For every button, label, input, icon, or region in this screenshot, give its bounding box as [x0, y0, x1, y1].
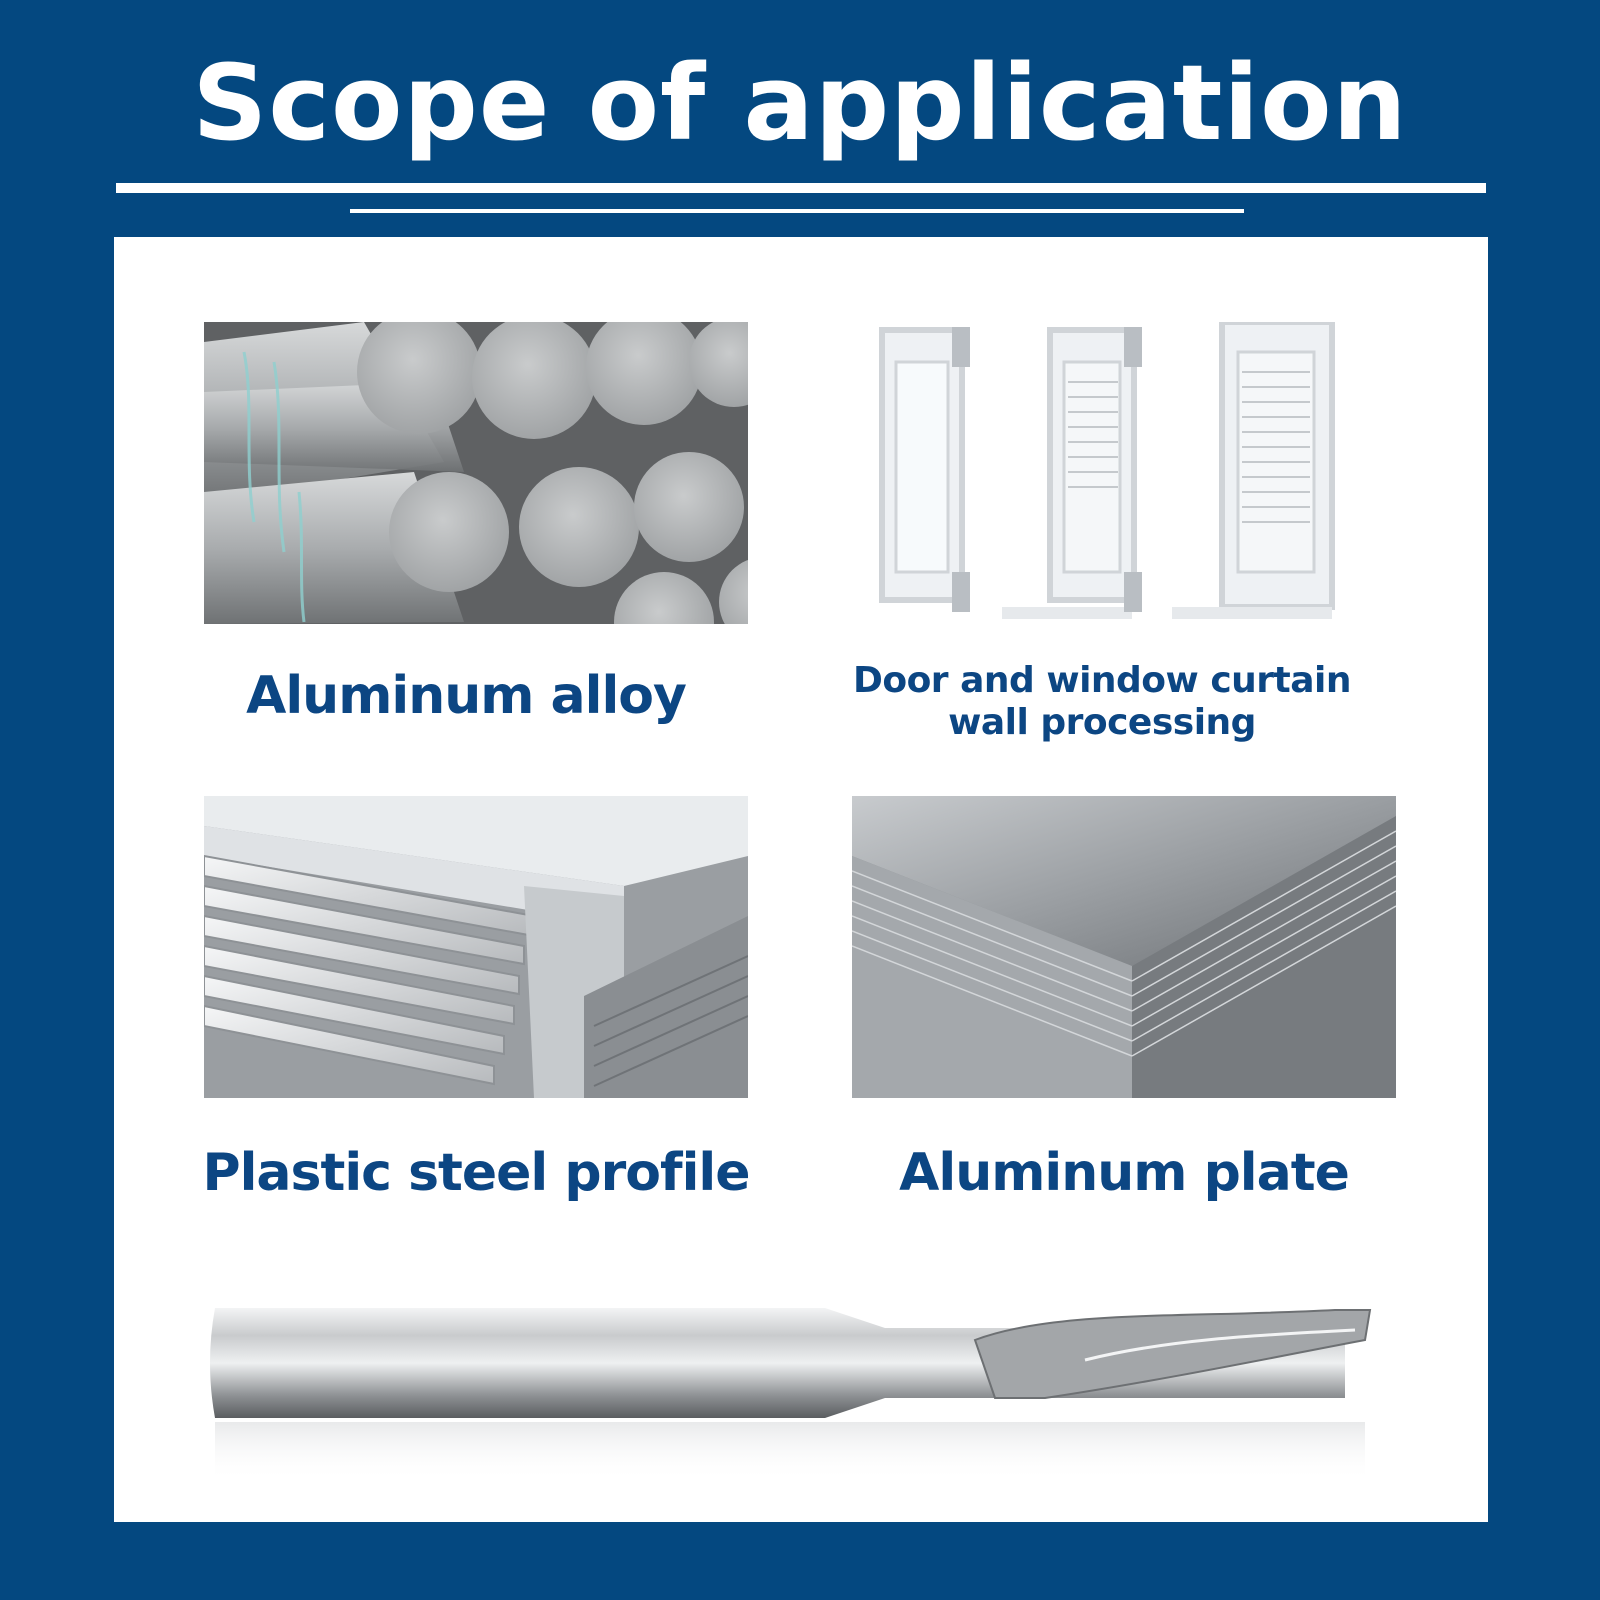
aluminum-round-bars-photo	[204, 322, 748, 624]
end-mill-cutter-photo	[205, 1300, 1395, 1490]
application-label-aluminum-plate: Aluminum plate	[899, 1143, 1350, 1203]
application-label-curtain-wall-line2: wall processing	[948, 702, 1256, 743]
title-underline-short	[350, 209, 1244, 213]
stacked-aluminum-sheets-photo	[852, 796, 1396, 1098]
application-label-curtain-wall-line1: Door and window curtain	[852, 660, 1352, 701]
page-title: Scope of application	[192, 42, 1408, 164]
application-label-curtain-wall: Door and window curtain wall processing	[852, 660, 1352, 744]
application-label-aluminum-alloy: Aluminum alloy	[246, 666, 687, 726]
title-underline-long	[116, 183, 1486, 193]
extruded-profile-photo	[204, 796, 748, 1098]
application-label-plastic-steel: Plastic steel profile	[202, 1143, 751, 1203]
pvc-window-frames-photo	[852, 322, 1352, 624]
